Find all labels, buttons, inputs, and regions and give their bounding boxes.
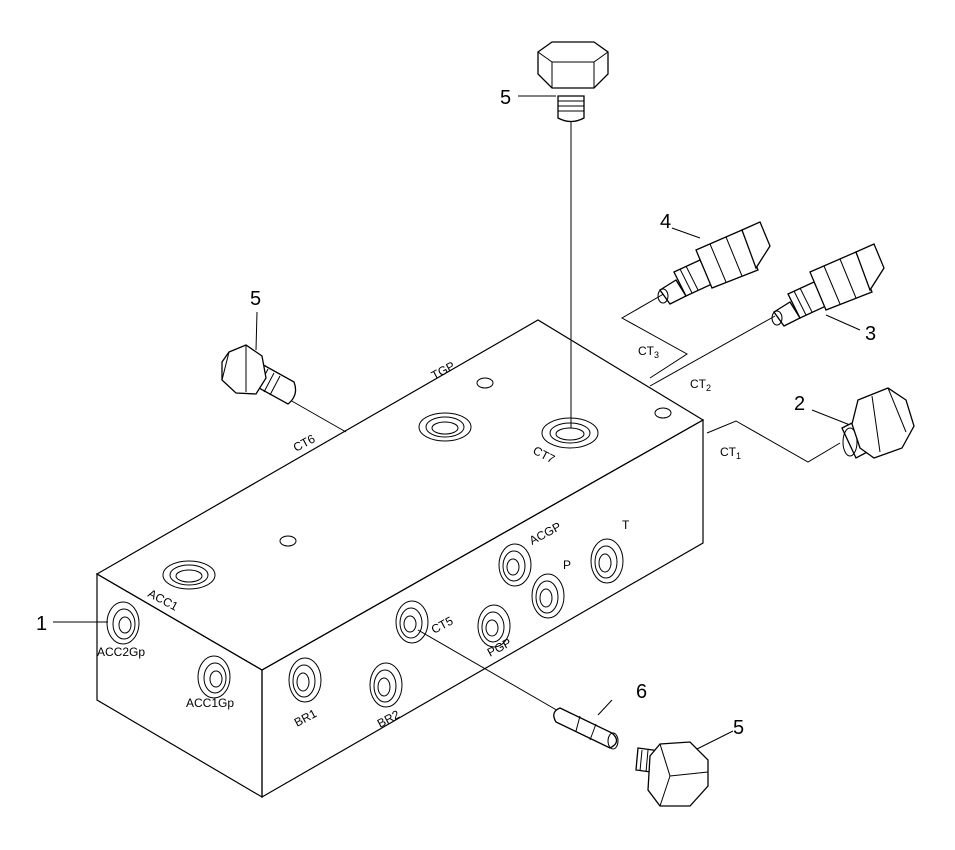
- acgp-port: [498, 543, 532, 587]
- label-acgp: ACGP: [527, 519, 564, 547]
- assembly-lines: [53, 95, 861, 751]
- acc1gp-port: [197, 655, 231, 699]
- label-acc1: ACC1: [146, 586, 181, 614]
- plug-2: [841, 387, 915, 459]
- callout-2: 2: [794, 393, 805, 415]
- valve-4: [657, 221, 771, 305]
- callouts: 1 5 5 4 3 2 6 5: [36, 87, 876, 739]
- label-ct6: CT6: [291, 431, 318, 454]
- callout-5-top: 5: [500, 87, 511, 109]
- label-acc1gp: ACC1Gp: [186, 696, 234, 710]
- callout-6: 6: [636, 681, 647, 703]
- ct7-cavity: [541, 417, 599, 449]
- valve-3: [771, 243, 885, 327]
- end-face-ports: [106, 601, 231, 699]
- label-ct7: CT7: [531, 443, 558, 466]
- callout-1: 1: [36, 613, 47, 635]
- plug-5-left: [221, 344, 297, 405]
- plug-5-bottom: [635, 741, 709, 807]
- front-face-ports: [288, 538, 624, 708]
- label-t: T: [622, 518, 630, 532]
- p-port: [531, 573, 565, 619]
- top-face-ports: [162, 377, 672, 590]
- label-p: P: [563, 558, 571, 572]
- label-ct3: CT3: [638, 344, 659, 360]
- label-ct5: CT5: [429, 613, 456, 636]
- label-acc2gp: ACC2Gp: [97, 645, 145, 659]
- label-pgp: PGP: [485, 635, 514, 659]
- manifold-block: [95, 319, 705, 799]
- label-ct2: CT2: [690, 377, 711, 393]
- plug-5-top: [537, 41, 609, 123]
- pgp-port: [477, 604, 511, 648]
- t-port: [590, 538, 624, 584]
- callout-3: 3: [865, 323, 876, 345]
- port-labels: ACC2Gp ACC1Gp ACC1 BR1 BR2 CT5 PGP ACGP …: [97, 359, 630, 731]
- acc1-port: [162, 560, 216, 590]
- small-hole-mid: [476, 377, 494, 389]
- small-hole-left: [279, 535, 297, 547]
- label-br2: BR2: [375, 707, 402, 730]
- tgp-port: [418, 412, 472, 442]
- cavity-labels: CT1 CT2 CT3: [638, 344, 741, 461]
- label-tgp: TGP: [429, 359, 457, 383]
- br1-port: [288, 657, 322, 703]
- small-hole-right: [654, 407, 672, 419]
- callout-5-bottom: 5: [733, 717, 744, 739]
- ct5-port: [395, 600, 429, 644]
- br2-port: [369, 662, 403, 708]
- label-ct1: CT1: [720, 445, 741, 461]
- callout-4: 4: [660, 211, 671, 233]
- callout-5-left: 5: [250, 288, 261, 310]
- cartridge-6: [553, 707, 619, 750]
- label-br1: BR1: [292, 706, 319, 729]
- acc2gp-port: [106, 601, 140, 645]
